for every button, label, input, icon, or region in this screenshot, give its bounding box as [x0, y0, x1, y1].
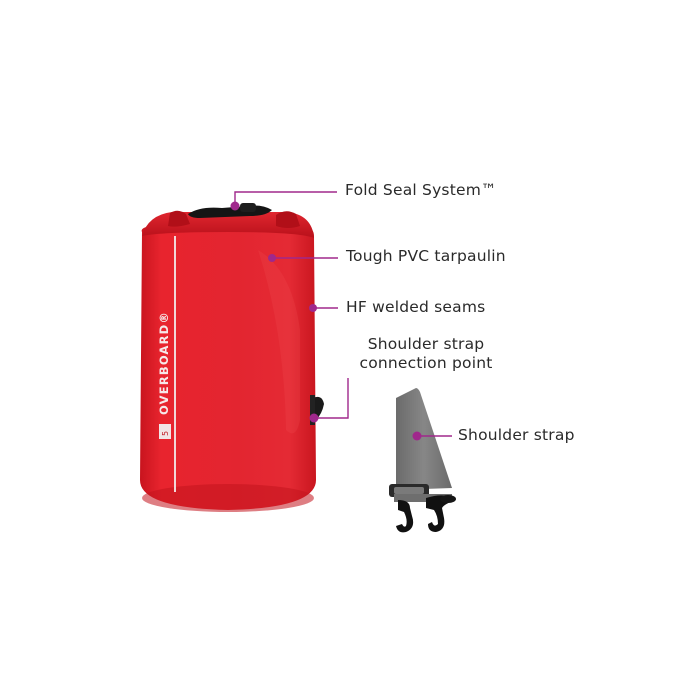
callout-lines — [234, 191, 452, 437]
size-badge — [159, 424, 171, 439]
callout-dots — [230, 201, 422, 441]
callout-label-connection-line1: Shoulder strap — [367, 335, 485, 353]
shoulder-strap — [389, 388, 456, 533]
callout-dot-connection — [309, 413, 319, 423]
callout-line-connection — [314, 378, 349, 419]
callout-label-fold-seal: Fold Seal System™ — [345, 181, 497, 199]
brand-logo: OVERBOARD® 5 — [157, 311, 171, 439]
brand-wordmark: OVERBOARD® — [157, 311, 171, 415]
callout-dot-pvc — [268, 254, 276, 262]
callout-dot-strap — [412, 431, 422, 441]
svg-text:5: 5 — [161, 431, 170, 436]
callout-label-connection-line2: connection point — [359, 353, 493, 372]
callout-label-connection: Shoulder strap connection point — [346, 335, 506, 372]
dry-bag — [140, 203, 324, 512]
callout-label-pvc: Tough PVC tarpaulin — [346, 247, 506, 265]
callout-dot-seams — [309, 304, 317, 312]
callout-dot-fold-seal — [230, 201, 240, 211]
callout-label-seams: HF welded seams — [346, 298, 486, 316]
callout-line-fold-seal — [234, 191, 337, 206]
callout-label-strap: Shoulder strap — [458, 426, 575, 444]
